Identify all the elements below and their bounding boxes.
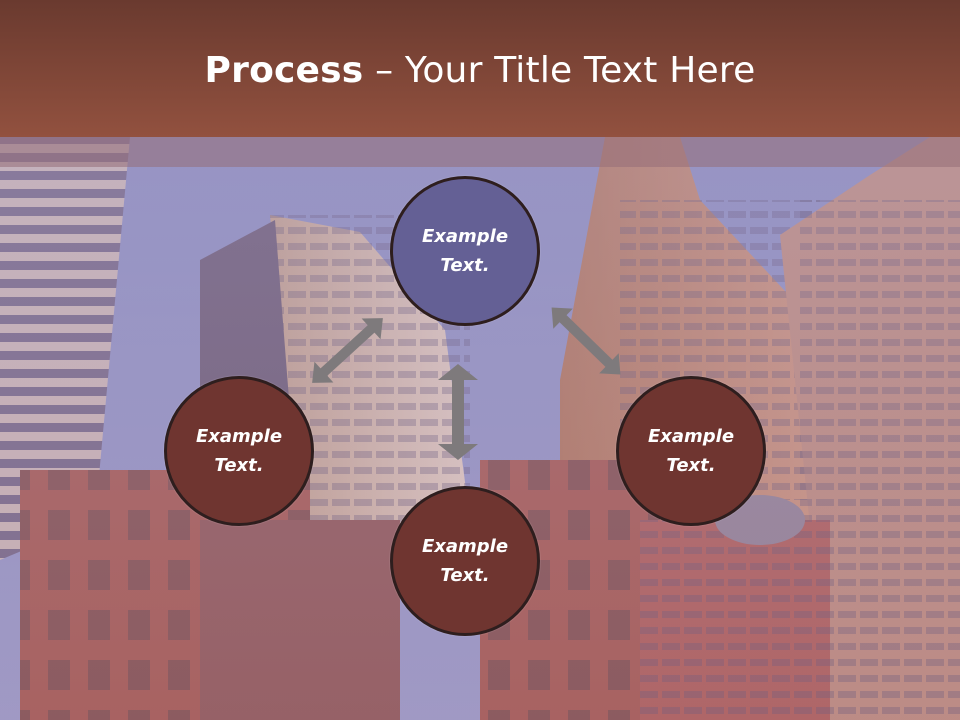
process-step-top[interactable]: Example Text. (390, 176, 540, 326)
process-step-bottom[interactable]: Example Text. (390, 486, 540, 636)
slide-title[interactable]: Process – Your Title Text Here (0, 50, 960, 91)
title-bar-shadow (0, 137, 960, 167)
title-bold: Process (204, 50, 364, 91)
step-top-line2: Text. (440, 255, 490, 276)
process-step-left[interactable]: Example Text. (164, 376, 314, 526)
step-left-line2: Text. (214, 455, 264, 476)
process-step-right[interactable]: Example Text. (616, 376, 766, 526)
step-right-line2: Text. (666, 455, 716, 476)
step-bottom-line2: Text. (440, 565, 490, 586)
title-bar (0, 0, 960, 137)
step-top-line1: Example (421, 226, 509, 247)
title-rest: – Your Title Text Here (363, 50, 756, 91)
step-bottom-line1: Example (421, 536, 509, 557)
step-right-line1: Example (647, 426, 735, 447)
step-left-line1: Example (195, 426, 283, 447)
